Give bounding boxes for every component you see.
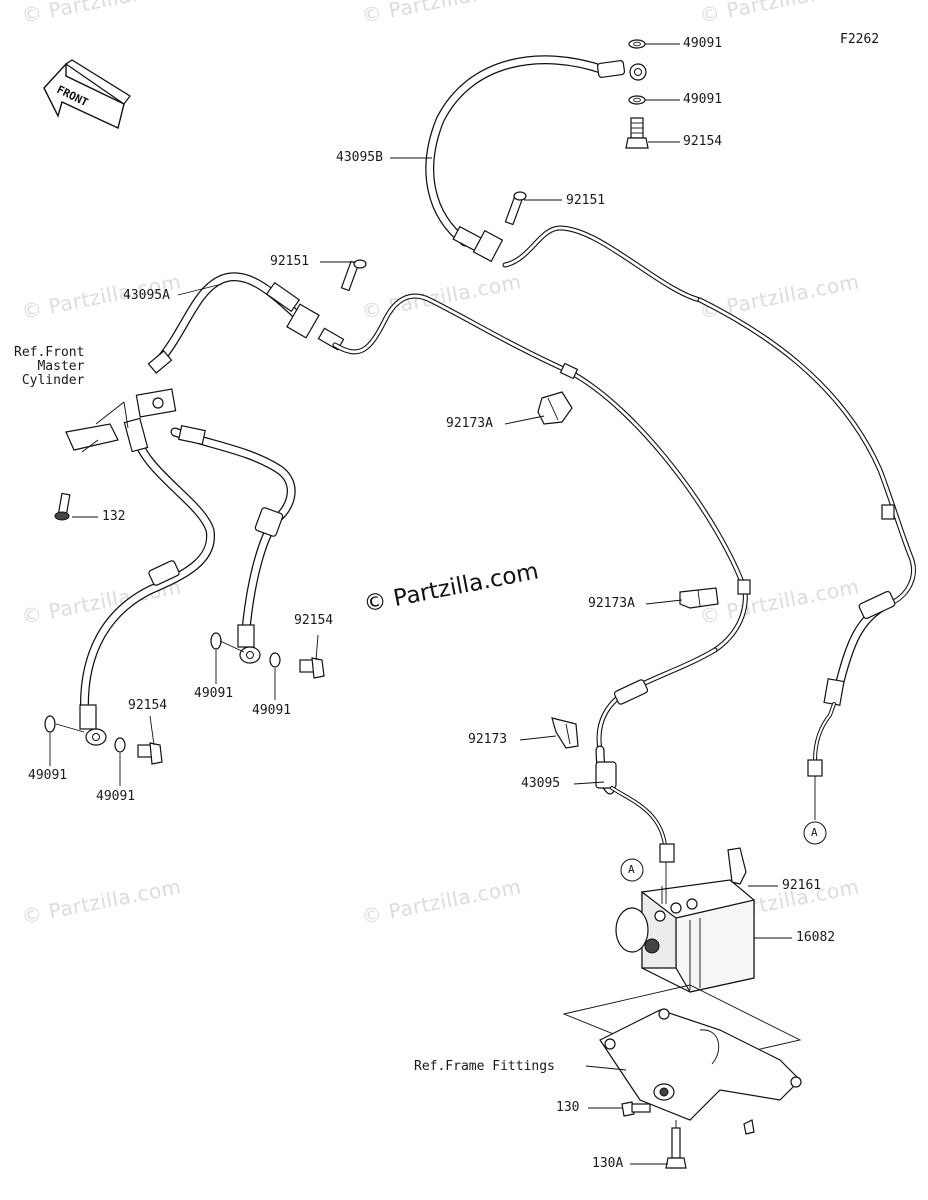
connector-label-a: A [811,826,818,839]
part-label-92173[interactable]: 92173 [468,732,508,747]
hose-left-mid [170,424,296,664]
part-label-130[interactable]: 130 [556,1100,580,1115]
part-label-49091[interactable]: 49091 [96,789,136,804]
clamp-92173 [551,717,579,749]
part-label-43095[interactable]: 43095 [521,776,561,791]
part-label-92151[interactable]: 92151 [270,254,310,269]
bolt-130 [621,1101,651,1117]
part-label-132[interactable]: 132 [102,509,126,524]
hose-43095a [147,272,751,653]
part-label-92154[interactable]: 92154 [128,698,168,713]
clamp-92173a-upper [537,391,573,425]
hose-left-lower [79,417,216,746]
frame-bracket [562,984,802,1135]
figure-code: F2262 [840,32,880,47]
bolt-130a [665,1120,687,1169]
part-label-92154[interactable]: 92154 [683,134,723,149]
part-label-43095a[interactable]: 43095A [123,288,170,303]
part-label-49091[interactable]: 49091 [28,768,68,783]
connector-label-a: A [628,863,635,876]
leader-lines [49,43,792,1165]
part-label-49091[interactable]: 49091 [252,703,292,718]
part-label-130a[interactable]: 130A [592,1156,624,1171]
part-label-49091[interactable]: 49091 [194,686,234,701]
part-label-16082[interactable]: 16082 [796,930,836,945]
screw-132 [54,492,98,521]
front-arrow-icon: FRONT [43,59,131,129]
master-cylinder-ref [65,401,129,453]
hose-43095b [425,55,703,303]
joint-block [135,388,177,418]
part-label-92151[interactable]: 92151 [566,193,606,208]
hose-43095 [595,647,718,863]
bolt-92151-upper [504,191,527,226]
part-label-92161[interactable]: 92161 [782,878,822,893]
part-label-92173a[interactable]: 92173A [588,596,635,611]
ref-frame-fittings: Ref.Frame Fittings [414,1059,555,1074]
left-banjo-fasteners [44,715,163,765]
part-label-43095b[interactable]: 43095B [336,150,383,165]
part-label-92173a[interactable]: 92173A [446,416,493,431]
brake-line-right [697,297,916,845]
part-label-49091[interactable]: 49091 [683,92,723,107]
top-banjo-fasteners [625,39,649,149]
mid-banjo-fasteners [210,632,325,679]
part-label-92154[interactable]: 92154 [294,613,334,628]
part-label-49091[interactable]: 49091 [683,36,723,51]
bracket-92161 [727,847,747,885]
ref-front-master-cylinder: Ref.Front Master Cylinder [14,345,85,388]
clamp-92173a-middle [679,587,719,609]
abs-unit-16082 [615,858,755,993]
bolt-92151-lower [340,259,367,292]
